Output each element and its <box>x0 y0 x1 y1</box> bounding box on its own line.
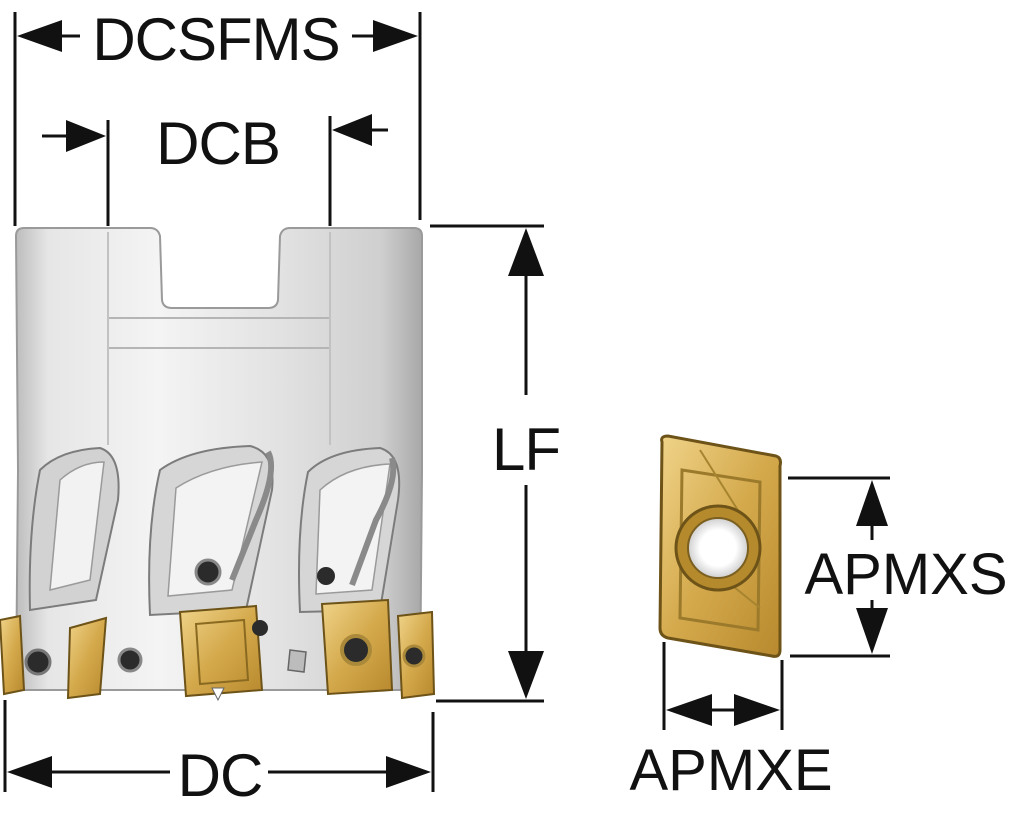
tool-insert <box>396 610 436 700</box>
label-apmxs: APMXS <box>804 542 1007 607</box>
tool-insert <box>66 616 143 700</box>
dimension-lf: LF <box>430 224 561 703</box>
label-dc: DC <box>178 742 263 809</box>
chip-flute <box>148 444 275 617</box>
cutting-insert-illustration <box>658 434 782 658</box>
milling-cutter-illustration <box>0 227 436 702</box>
label-apmxe: APMXE <box>629 738 832 803</box>
tool-insert <box>317 567 394 696</box>
label-dcb: DCB <box>156 110 280 177</box>
dimension-dcb: DCB <box>42 110 388 226</box>
chip-flute <box>28 446 120 612</box>
dimension-dcsfms: DCSFMS <box>13 6 422 226</box>
label-lf: LF <box>492 416 560 483</box>
dimension-apmxs: APMXS <box>788 476 1008 658</box>
dimension-dc: DC <box>3 700 435 809</box>
tool-insert <box>0 614 52 696</box>
dimension-apmxe: APMXE <box>629 642 833 803</box>
tool-insert <box>178 558 268 702</box>
label-dcsfms: DCSFMS <box>92 6 339 73</box>
chip-flute <box>298 446 401 614</box>
